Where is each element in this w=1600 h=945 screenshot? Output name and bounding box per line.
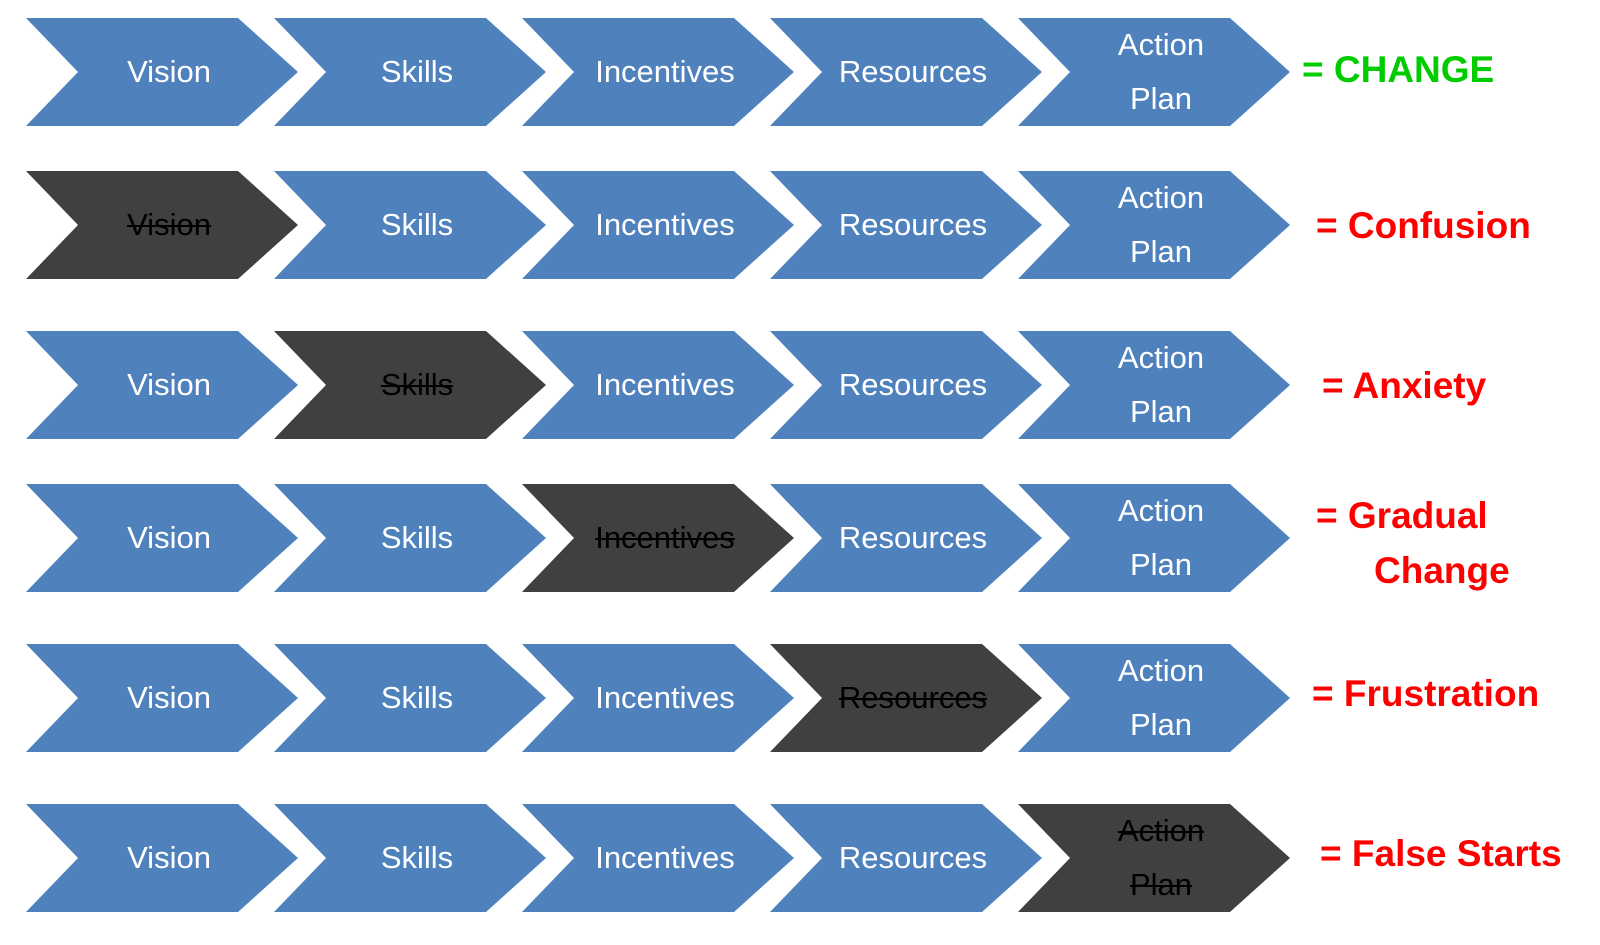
step-chevron: Vision [26, 331, 298, 439]
step-label: Resources [838, 520, 988, 555]
missing-step-chevron: Resources [770, 644, 1042, 752]
step-label: Vision [127, 520, 211, 555]
result-text: = Frustration [1312, 673, 1540, 714]
step-label: Vision [127, 680, 211, 715]
step-label: Plan [1129, 394, 1193, 429]
step-label: Plan [1129, 547, 1193, 582]
step-chevron: Incentives [522, 18, 794, 126]
step-label: Skills [380, 207, 454, 242]
step-label: Resources [838, 54, 988, 89]
step-chevron: Incentives [522, 171, 794, 279]
step-chevron: Resources [770, 171, 1042, 279]
step-chevron: Vision [26, 804, 298, 912]
step-label: Incentives [595, 680, 735, 715]
step-label: Incentives [595, 367, 735, 402]
step-label: Incentives [595, 520, 735, 555]
result-label: = Confusion [1316, 198, 1531, 253]
step-chevron: Resources [770, 18, 1042, 126]
step-label: Plan [1129, 867, 1193, 902]
step-label: Plan [1129, 81, 1193, 116]
step-label: Action [1117, 27, 1205, 62]
step-chevron: Resources [770, 484, 1042, 592]
step-label: Action [1117, 493, 1205, 528]
result-label: = Frustration [1312, 666, 1539, 721]
result-label: = False Starts [1320, 826, 1562, 881]
step-chevron: Skills [274, 18, 546, 126]
result-text: = Gradual [1316, 495, 1488, 536]
step-label: Vision [127, 840, 211, 875]
missing-step-chevron: Vision [26, 171, 298, 279]
step-chevron: Vision [26, 18, 298, 126]
result-text: = False Starts [1320, 833, 1562, 874]
step-chevron: Skills [274, 804, 546, 912]
step-label: Action [1117, 813, 1205, 848]
step-label: Vision [127, 367, 211, 402]
step-label: Skills [380, 520, 454, 555]
step-chevron: Resources [770, 331, 1042, 439]
step-label: Action [1117, 180, 1205, 215]
step-label: Skills [380, 54, 454, 89]
step-label: Resources [838, 367, 988, 402]
result-label: = Anxiety [1322, 358, 1486, 413]
step-label: Incentives [595, 54, 735, 89]
step-label: Resources [838, 840, 988, 875]
step-chevron: Skills [274, 171, 546, 279]
step-label: Vision [127, 54, 211, 89]
step-chevron: Skills [274, 484, 546, 592]
result-text: Change [1374, 550, 1510, 591]
result-text: = CHANGE [1302, 49, 1495, 90]
step-label: Skills [380, 367, 454, 402]
step-label: Skills [380, 680, 454, 715]
step-chevron: Incentives [522, 804, 794, 912]
step-label: Plan [1129, 234, 1193, 269]
missing-step-chevron: Incentives [522, 484, 794, 592]
step-label: Incentives [595, 207, 735, 242]
step-label: Action [1117, 340, 1205, 375]
step-label: Skills [380, 840, 454, 875]
step-label: Incentives [595, 840, 735, 875]
step-chevron: Incentives [522, 644, 794, 752]
step-label: Resources [838, 680, 988, 715]
step-chevron: Resources [770, 804, 1042, 912]
step-chevron: Vision [26, 644, 298, 752]
step-chevron: Incentives [522, 331, 794, 439]
result-label: = CHANGE [1302, 42, 1494, 97]
step-label: Resources [838, 207, 988, 242]
result-text: = Confusion [1316, 205, 1531, 246]
step-label: Vision [127, 207, 211, 242]
step-label: Plan [1129, 707, 1193, 742]
step-label: Action [1117, 653, 1205, 688]
missing-step-chevron: Skills [274, 331, 546, 439]
step-chevron: Skills [274, 644, 546, 752]
step-chevron: Vision [26, 484, 298, 592]
result-text: = Anxiety [1322, 365, 1487, 406]
